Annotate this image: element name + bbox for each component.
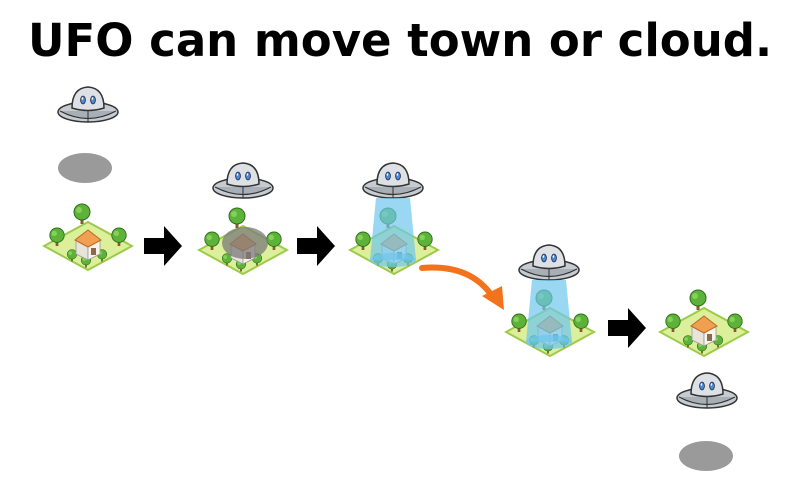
ufo-icon: [212, 162, 274, 199]
curved-arrow-icon: [419, 264, 504, 310]
page-title: UFO can move town or cloud.: [27, 14, 773, 67]
ufo-shadow-icon: [222, 227, 268, 259]
ufo-icon: [57, 86, 119, 123]
tractor-beam-icon: [526, 280, 572, 349]
ufo-icon: [676, 372, 738, 409]
cloud-shadow-icon: [679, 441, 733, 471]
arrow-right-icon: [297, 226, 335, 266]
arrow-right-icon: [144, 226, 182, 266]
town-tile-icon: [42, 200, 134, 272]
cloud-shadow-icon: [58, 153, 112, 183]
tractor-beam-icon: [370, 198, 416, 267]
arrow-right-icon: [608, 308, 646, 348]
town-tile-icon: [658, 286, 750, 358]
